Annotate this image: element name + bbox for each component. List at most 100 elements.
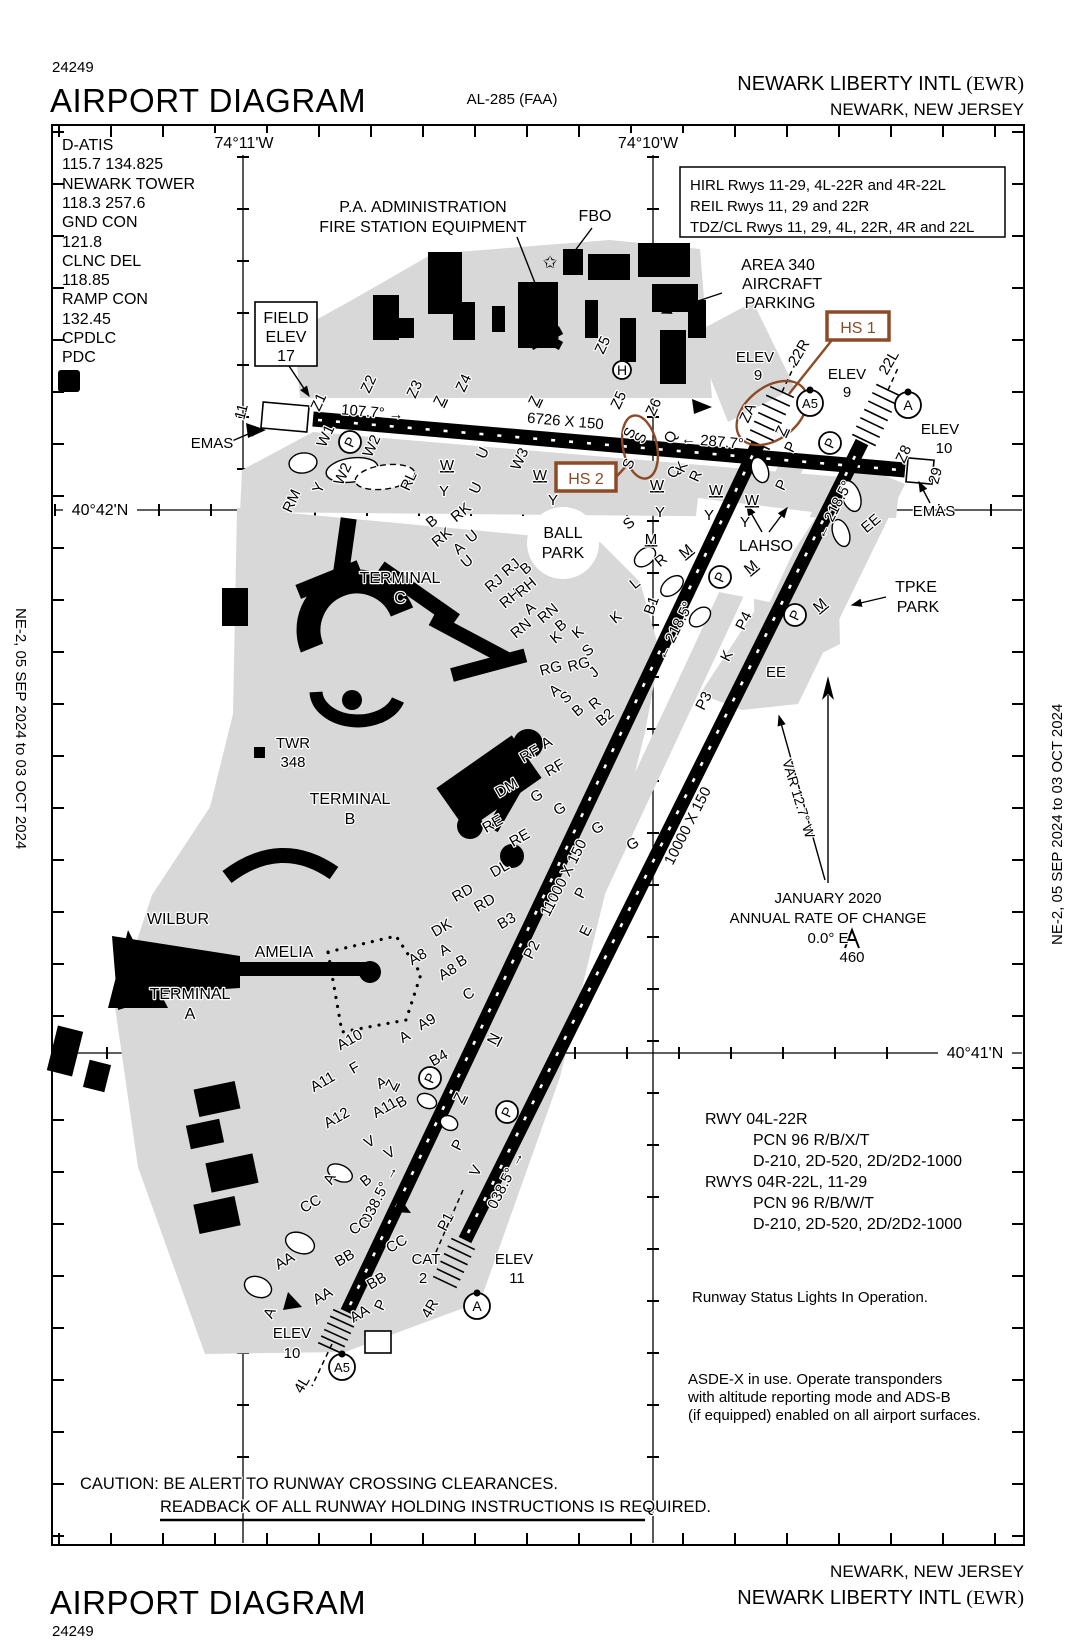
freq-line: NEWARK TOWER bbox=[62, 176, 195, 193]
taxiway-label: Y bbox=[439, 483, 449, 500]
longitude-label: 74°10'W bbox=[618, 135, 679, 152]
tower-label: 348 bbox=[280, 754, 305, 771]
freq-line: 132.45 bbox=[62, 311, 111, 328]
taxiway-label: S bbox=[620, 514, 639, 533]
circled-label-text: A5 bbox=[334, 1360, 350, 1375]
pcn-note: D-210, 2D-520, 2D/2D2-1000 bbox=[753, 1153, 962, 1170]
elev-label: ELEV bbox=[828, 366, 866, 383]
elev-label: 10 bbox=[936, 440, 953, 457]
obstruction-elev: 460 bbox=[839, 949, 864, 966]
rwy-end-11: 11 bbox=[231, 402, 251, 421]
freq-line: 115.7 134.825 bbox=[62, 156, 163, 173]
variation-arrow bbox=[777, 714, 826, 881]
circled-label-p: P bbox=[708, 565, 732, 589]
taxiway-label: W bbox=[533, 467, 548, 484]
runways bbox=[260, 359, 935, 1387]
footer-chart-number: 24249 bbox=[52, 1623, 94, 1640]
freq-line: CLNC DEL bbox=[62, 253, 141, 270]
elev-label: 9 bbox=[843, 384, 851, 401]
taxiway-label: W bbox=[440, 457, 455, 474]
area340-label: AREA 340 bbox=[741, 257, 815, 274]
terminal-c-label: C bbox=[394, 590, 406, 607]
variation-note: ANNUAL RATE OF CHANGE bbox=[730, 910, 927, 927]
asdex-note: ASDE-X in use. Operate transponders bbox=[688, 1371, 942, 1388]
circled-label-text: A bbox=[472, 1298, 482, 1314]
freq-line: GND CON bbox=[62, 214, 138, 231]
freq-line: RAMP CON bbox=[62, 291, 148, 308]
ball-park-area bbox=[527, 507, 599, 579]
circled-label-p: P bbox=[783, 603, 807, 627]
edge-note-left: NE-2, 05 SEP 2024 to 03 OCT 2024 bbox=[12, 608, 29, 849]
chart-number: 24249 bbox=[52, 59, 94, 76]
tower-label: TWR bbox=[276, 735, 310, 752]
asdex-note: with altitude reporting mode and ADS-B bbox=[687, 1389, 951, 1406]
taxiway-label: W bbox=[709, 482, 724, 499]
ball-park-label: BALL bbox=[543, 525, 582, 542]
pcn-note: RWY 04L-22R bbox=[705, 1111, 808, 1128]
wilbur-label: WILBUR bbox=[147, 911, 209, 928]
pcn-note: D-210, 2D-520, 2D/2D2-1000 bbox=[753, 1216, 962, 1233]
lighting-note: HIRL Rwys 11-29, 4L-22R and 4R-22L bbox=[690, 177, 946, 194]
hotspot-label: HS 1 bbox=[840, 320, 876, 337]
freq-line: CPDLC bbox=[62, 330, 116, 347]
taxiway-label: M bbox=[645, 531, 658, 548]
variation-label: VAR 12.7° W bbox=[779, 757, 818, 840]
rwy-end-4l: 4L bbox=[291, 1373, 314, 1396]
runway-4r-22l bbox=[458, 438, 869, 1244]
taxiway-label: Y bbox=[548, 492, 558, 509]
freq-line: 121.8 bbox=[62, 234, 102, 251]
graticule-label-bg bbox=[63, 133, 1012, 1062]
circled-label-h: H bbox=[612, 360, 632, 380]
runway-4l-22r bbox=[340, 441, 765, 1315]
elev-label: ELEV bbox=[921, 421, 959, 438]
field-elev-text: ELEV bbox=[266, 329, 307, 346]
longitude-label: 74°11'W bbox=[215, 135, 275, 152]
pcn-note: RWYS 04R-22L, 11-29 bbox=[705, 1174, 867, 1191]
leader-lines: ✩ bbox=[231, 227, 931, 949]
variation-note: 0.0° E bbox=[807, 930, 848, 947]
tower-symbol bbox=[254, 747, 265, 758]
terminal-b-label: B bbox=[345, 811, 356, 828]
taxiway-label: EE bbox=[766, 664, 786, 681]
circled-label-p: P bbox=[418, 1066, 442, 1090]
taxiway-label: Y bbox=[704, 507, 714, 524]
terminal-c-building bbox=[295, 517, 528, 728]
elev-label: ELEV bbox=[495, 1251, 533, 1268]
cat2-label: 2 bbox=[419, 1270, 427, 1287]
field-elevation-box: FIELD ELEV 17 bbox=[254, 301, 318, 367]
taxiway-label: Y bbox=[740, 514, 750, 531]
al-number: AL-285 (FAA) bbox=[467, 91, 558, 108]
emas-label: EMAS bbox=[191, 435, 234, 452]
hotspot-hs1: HS 1 bbox=[735, 310, 891, 447]
taxiway-label: Z bbox=[772, 423, 791, 438]
footer-city: NEWARK, NEW JERSEY bbox=[830, 1562, 1024, 1581]
pcn-note: PCN 96 R/B/X/T bbox=[753, 1132, 870, 1149]
star-icon: ✩ bbox=[543, 253, 557, 272]
area340-label: AIRCRAFT bbox=[742, 276, 822, 293]
pcn-note: PCN 96 R/B/W/T bbox=[753, 1195, 874, 1212]
terminal-a-building bbox=[108, 848, 381, 1010]
communications-block: D-ATIS 115.7 134.825 NEWARK TOWER 118.3 … bbox=[58, 137, 195, 392]
wilbur-building bbox=[222, 848, 339, 884]
circled-label-text: H bbox=[617, 362, 627, 378]
obstruction-icon bbox=[844, 927, 860, 949]
elev-label: 11 bbox=[509, 1270, 525, 1287]
pdc-badge bbox=[58, 370, 80, 392]
buildings bbox=[46, 243, 712, 1310]
page-title: AIRPORT DIAGRAM bbox=[50, 82, 366, 119]
pa-admin-label: P.A. ADMINISTRATION bbox=[339, 199, 506, 216]
lighting-note: TDZ/CL Rwys 11, 29, 4L, 22R, 4R and 22L bbox=[690, 219, 974, 236]
airport-city: NEWARK, NEW JERSEY bbox=[830, 100, 1024, 119]
footer-airport-name: NEWARK LIBERTY INTL (EWR) bbox=[737, 1587, 1024, 1609]
terminal-a-label: TERMINAL bbox=[150, 986, 231, 1003]
lighting-note: REIL Rwys 11, 29 and 22R bbox=[690, 198, 869, 215]
terminal-b-building bbox=[436, 729, 543, 868]
elev-label: ELEV bbox=[273, 1325, 311, 1342]
cat2-label: CAT bbox=[412, 1251, 441, 1268]
circled-label-text: A5 bbox=[802, 396, 818, 411]
pad-square bbox=[364, 1330, 392, 1354]
latitude-label: 40°42'N bbox=[72, 502, 129, 519]
freq-line: 118.85 bbox=[62, 272, 110, 289]
